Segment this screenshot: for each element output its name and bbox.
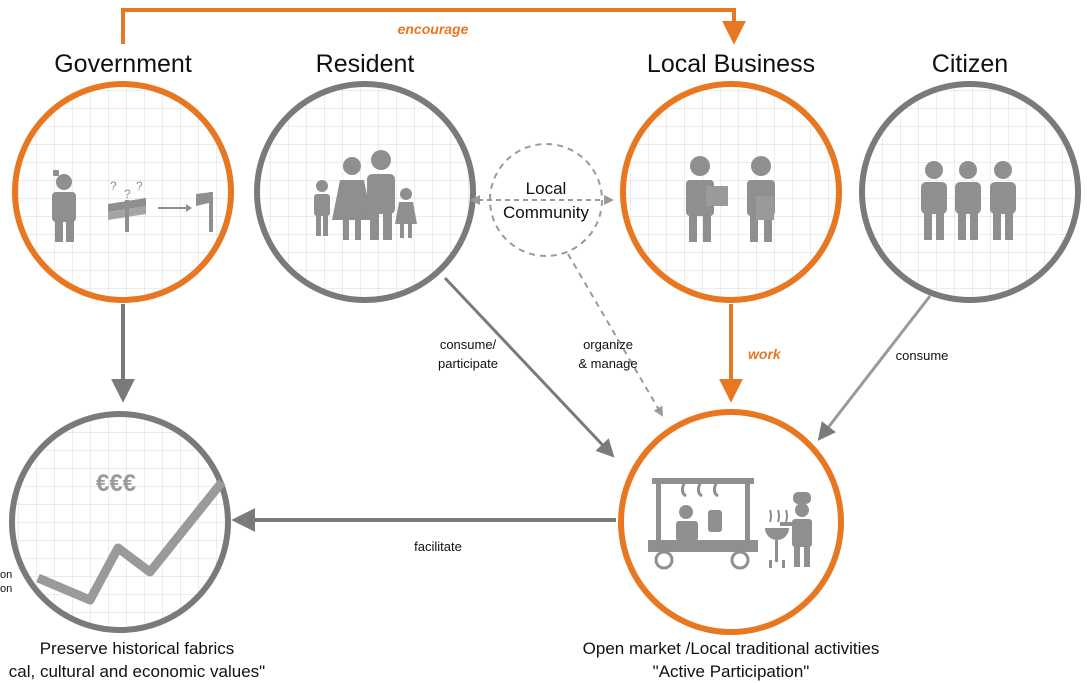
local-business-circle	[620, 81, 842, 303]
government-circle	[12, 81, 234, 303]
preserve-caption-1: Preserve historical fabrics	[40, 639, 235, 658]
resident-title: Resident	[316, 50, 415, 78]
signpost-icon	[196, 192, 213, 232]
encourage-arrow	[121, 8, 746, 45]
police-officer-icon	[52, 170, 76, 242]
facilitate-label: facilitate	[414, 539, 462, 554]
question-mark: ?	[136, 179, 143, 193]
family-icon	[314, 150, 417, 240]
question-mark: ?	[110, 179, 117, 193]
preserve-circle	[9, 411, 231, 633]
currency-symbol: €€€	[96, 470, 136, 497]
citizen-title: Citizen	[932, 50, 1008, 78]
community-label-line2: Community	[503, 203, 589, 222]
market-caption-2: "Active Participation"	[653, 662, 810, 681]
cutoff-text-1: on	[0, 569, 12, 581]
preserve-caption-2: cal, cultural and economic values"	[9, 662, 265, 681]
local-business-title: Local Business	[647, 50, 815, 78]
cutoff-text-2: on	[0, 583, 12, 595]
market-stall-icon	[648, 478, 812, 570]
community-to-market-arrow	[567, 253, 664, 417]
citizens-icon	[921, 161, 1016, 240]
community-label-line1: Local	[526, 179, 567, 198]
organize-manage-label-1: organize	[583, 337, 633, 352]
market-caption-1: Open market /Local traditional activitie…	[583, 639, 880, 658]
growth-chart-icon	[36, 479, 226, 605]
citizen-to-market-arrow	[817, 295, 932, 441]
confused-signpost-icon: ? ? ?	[108, 179, 146, 232]
market-circle	[618, 409, 844, 635]
organize-manage-label-2: & manage	[578, 356, 637, 371]
arrow-right-icon	[158, 204, 192, 212]
government-title: Government	[54, 50, 192, 78]
encourage-label: encourage	[398, 21, 469, 37]
resident-to-market-arrow	[443, 276, 615, 458]
work-label: work	[748, 346, 782, 362]
shopkeepers-icon	[686, 156, 775, 242]
question-mark: ?	[124, 187, 131, 201]
consume-participate-label-1: consume/	[440, 337, 497, 352]
consume-label: consume	[896, 348, 949, 363]
consume-participate-label-2: participate	[438, 356, 498, 371]
